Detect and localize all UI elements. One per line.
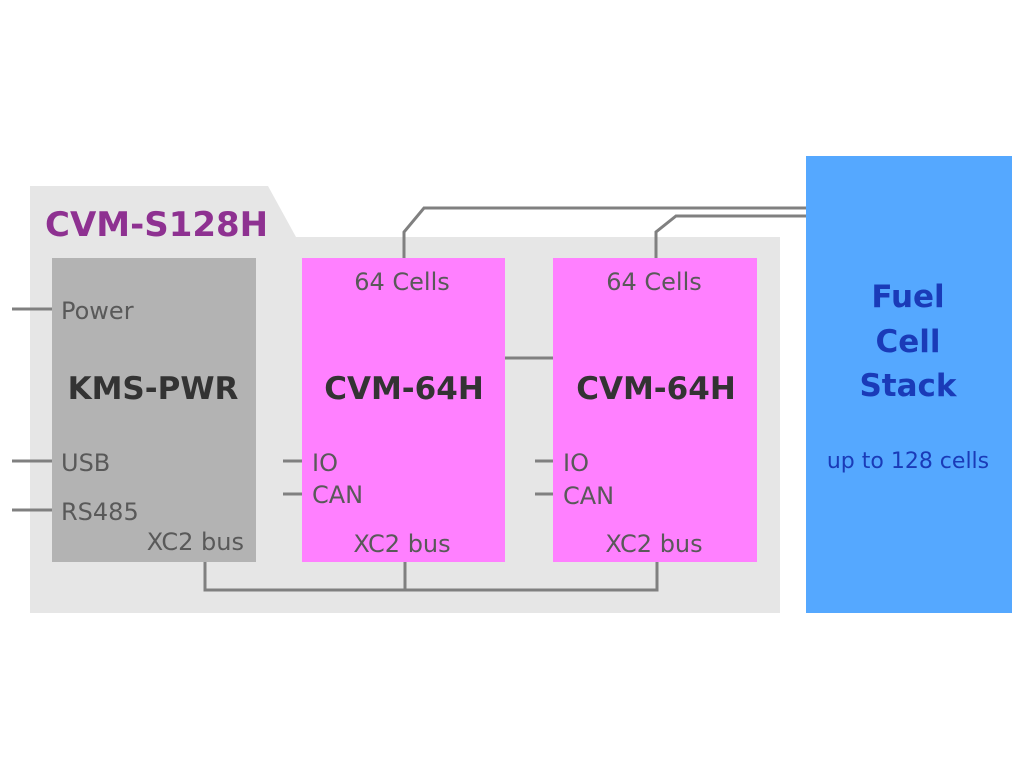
kms-rs485-label: RS485 (61, 498, 139, 526)
stack-title-line-2: Cell (875, 324, 940, 360)
stack-title-line-1: Fuel (871, 279, 944, 315)
stack-box (806, 156, 1012, 613)
module-box-1 (302, 258, 505, 562)
module-1-can-label: CAN (312, 481, 363, 509)
kms-usb-label: USB (61, 449, 110, 477)
kms-box (52, 258, 256, 562)
module-2-cells: 64 Cells (606, 268, 702, 296)
module-1-bus-label: XC2 bus (353, 530, 450, 558)
wires (12, 206, 806, 592)
wire-xc2-bus (203, 562, 659, 592)
stack-capacity: up to 128 cells (827, 449, 989, 474)
module-1-cells: 64 Cells (354, 268, 450, 296)
module-1-title: CVM-64H (324, 371, 484, 407)
system-title: CVM-S128H (45, 205, 268, 245)
module-2-can-label: CAN (563, 482, 614, 510)
module-1-io-label: IO (312, 449, 338, 477)
wire-stack-module-2 (654, 214, 806, 258)
module-2-io-label: IO (563, 449, 589, 477)
module-2-title: CVM-64H (576, 371, 736, 407)
kms-power-label: Power (61, 297, 134, 325)
kms-bus-label: XC2 bus (147, 528, 244, 556)
stack-title-line-3: Stack (859, 368, 957, 404)
kms-title: KMS-PWR (68, 371, 239, 407)
wire-stack-module-1 (402, 206, 806, 258)
module-2-bus-label: XC2 bus (605, 530, 702, 558)
module-box-2 (553, 258, 757, 562)
